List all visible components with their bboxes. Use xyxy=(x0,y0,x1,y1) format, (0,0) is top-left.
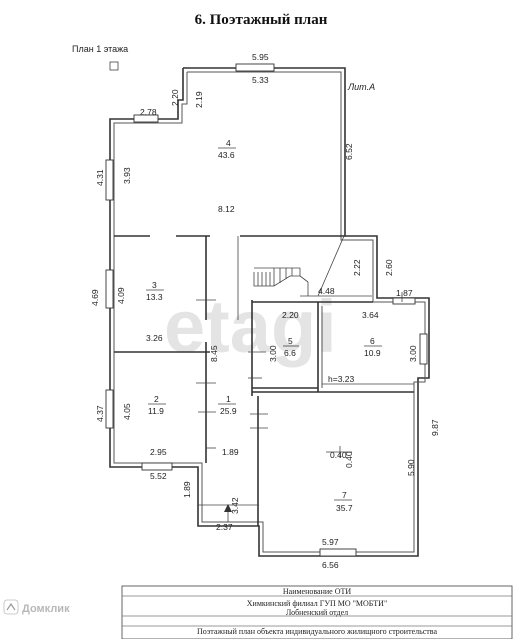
stamp-row-2: Химкинский филиал ГУП МО "МОБТИ" xyxy=(247,599,387,608)
brand-badge: Домклик xyxy=(3,599,70,615)
dim-label: 4.05 xyxy=(122,403,132,420)
dim-label: 2.60 xyxy=(384,259,394,276)
dim-label: 5.52 xyxy=(150,471,167,481)
room-number: 3 xyxy=(152,280,157,290)
dim-label: 5.95 xyxy=(252,52,269,62)
dimension-lines xyxy=(237,235,372,458)
dim-label: 4.31 xyxy=(95,169,105,186)
dim-label: 3.26 xyxy=(146,333,163,343)
dim-label: 8.12 xyxy=(218,204,235,214)
room-area: 11.9 xyxy=(148,406,164,416)
dim-label: 2.22 xyxy=(352,259,362,276)
room-number: 7 xyxy=(342,490,347,500)
room-number: 5 xyxy=(288,336,293,346)
dim-label: 4.37 xyxy=(95,405,105,422)
dim-label: 3.93 xyxy=(122,167,132,184)
dim-label: 2.95 xyxy=(150,447,167,457)
dim-label: 2.19 xyxy=(194,91,204,108)
dim-label: 1.87 xyxy=(396,288,413,298)
room-area: 6.6 xyxy=(284,348,296,358)
dim-label: 3.42 xyxy=(230,497,240,514)
room-area: 10.9 xyxy=(364,348,381,358)
dim-label: 3.00 xyxy=(268,345,278,362)
windows xyxy=(105,63,428,557)
interior-walls xyxy=(114,235,414,526)
dim-label: 0.40 xyxy=(330,450,347,460)
dim-label: 6.52 xyxy=(344,143,354,160)
dim-label: 5.90 xyxy=(406,459,416,476)
dim-label: 2.20 xyxy=(282,310,299,320)
watermark-text: etagi xyxy=(164,285,337,368)
room-number: 1 xyxy=(226,394,231,404)
dim-label: 5.33 xyxy=(252,75,269,85)
dim-label: 3.64 xyxy=(362,310,379,320)
staircase xyxy=(253,267,309,296)
plan-marker-square xyxy=(109,61,119,71)
height-label: h=3.23 xyxy=(328,374,355,384)
page-title: 6. Поэтажный план xyxy=(195,12,328,28)
plan-label: План 1 этажа xyxy=(72,44,128,54)
dim-label: 4.48 xyxy=(318,286,335,296)
room-area: 43.6 xyxy=(218,150,235,160)
stamp-table: Наименование ОТИ Химкинский филиал ГУП М… xyxy=(121,585,513,639)
house-icon xyxy=(3,599,19,615)
room-area: 35.7 xyxy=(336,503,353,513)
stamp-row-3: Лобненский отдел xyxy=(286,608,348,617)
room-area: 25.9 xyxy=(220,406,237,416)
room-labels: 4 43.6 3 13.3 2 11.9 1 25.9 5 6.6 6 10.9… xyxy=(146,138,382,513)
room-number: 4 xyxy=(226,138,231,148)
outer-walls xyxy=(109,67,430,557)
door-markers xyxy=(196,292,403,449)
lit-label: Лит.А xyxy=(347,82,375,92)
dim-label: 2.20 xyxy=(170,89,180,106)
dim-label: 6.56 xyxy=(322,560,339,570)
dim-label: 3.00 xyxy=(408,345,418,362)
entrance-arrow xyxy=(224,504,232,522)
dim-label: 5.97 xyxy=(322,537,339,547)
dim-label: 9.87 xyxy=(430,419,440,436)
stamp-row-1: Наименование ОТИ xyxy=(283,587,352,596)
room-area: 13.3 xyxy=(146,292,163,302)
dim-label: 1.89 xyxy=(222,447,239,457)
stamp-row-4: Поэтажный план объекта индивидуального ж… xyxy=(197,627,438,636)
dimension-labels: 5.95 5.33 2.20 2.19 2.78 6.52 4.31 3.93 … xyxy=(90,52,440,570)
room-number: 2 xyxy=(154,394,159,404)
dim-label: 0.40 xyxy=(344,451,354,468)
dim-label: 4.69 xyxy=(90,289,100,306)
brand-name: Домклик xyxy=(22,603,70,615)
dim-label: 2.78 xyxy=(140,107,157,117)
dim-label: 4.09 xyxy=(116,287,126,304)
dim-label: 1.89 xyxy=(182,481,192,498)
dim-label: 2.37 xyxy=(216,522,233,532)
room-number: 6 xyxy=(370,336,375,346)
dim-label: 8.45 xyxy=(209,345,219,362)
